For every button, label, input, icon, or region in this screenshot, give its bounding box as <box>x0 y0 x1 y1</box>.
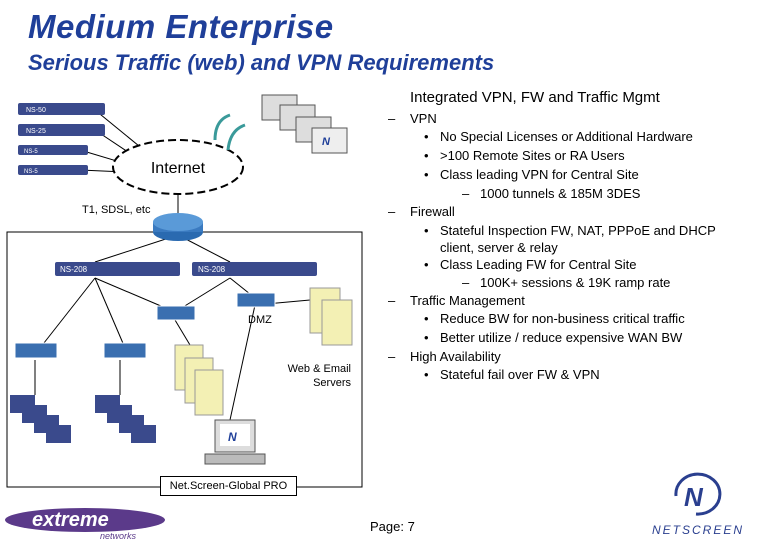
svg-text:NS-208: NS-208 <box>60 265 88 274</box>
bullet-traffic: –Traffic Management <box>388 293 525 308</box>
sub-bullet-item: –1000 tunnels & 185M 3DES <box>462 186 641 201</box>
bullet-item: •>100 Remote Sites or RA Users <box>424 148 625 163</box>
svg-text:NS-5: NS-5 <box>24 169 38 175</box>
laptop-group-left <box>10 395 71 443</box>
device-ns5a: NS-5 <box>18 145 88 155</box>
router-icon <box>153 213 203 241</box>
dmz-label: DMZ <box>248 314 272 326</box>
svg-text:extreme: extreme <box>32 509 109 531</box>
bullet-item: •No Special Licenses or Additional Hardw… <box>424 129 693 144</box>
management-label: Net.Screen-Global PRO <box>160 476 297 496</box>
sub-bullet-item: –100K+ sessions & 19K ramp rate <box>462 275 671 290</box>
bullet-item: •Class leading VPN for Central Site <box>424 167 639 182</box>
switch-icon <box>14 342 58 359</box>
svg-text:N: N <box>228 430 237 444</box>
device-ns25: NS-25 <box>18 124 105 136</box>
bullet-item: •Class Leading FW for Central Site <box>424 257 637 272</box>
laptop-group-right <box>95 395 156 443</box>
svg-text:N: N <box>322 136 331 148</box>
switch-icon <box>103 342 147 359</box>
firewall-ns208-a: NS-208 <box>55 262 180 276</box>
server-stack-icon <box>174 287 353 416</box>
bullet-ha: –High Availability <box>388 349 501 364</box>
bullet-item: •Better utilize / reduce expensive WAN B… <box>424 330 683 345</box>
arrow-icon <box>226 123 246 151</box>
slide-title: Medium Enterprise <box>28 8 334 45</box>
management-pc-icon: N <box>204 419 266 465</box>
slide-subtitle: Serious Traffic (web) and VPN Requiremen… <box>28 50 495 75</box>
internet-label: Internet <box>151 160 206 177</box>
bullet-vpn: –VPN <box>388 111 437 126</box>
device-ns50: NS-50 <box>18 103 105 115</box>
switch-icon <box>236 292 276 308</box>
svg-text:NS-208: NS-208 <box>198 265 226 274</box>
svg-text:networks: networks <box>100 531 137 540</box>
svg-text:NS-25: NS-25 <box>26 128 46 135</box>
extreme-networks-logo: extreme networks <box>0 505 190 541</box>
svg-text:NETSCREEN: NETSCREEN <box>652 523 744 537</box>
svg-text:NS-5: NS-5 <box>24 149 38 155</box>
arrow-icon <box>213 113 231 141</box>
servers-label-1: Web & Email <box>288 363 351 375</box>
svg-text:NS-50: NS-50 <box>26 107 46 114</box>
servers-label-2: Servers <box>313 377 351 389</box>
integrated-heading: Integrated VPN, FW and Traffic Mgmt <box>410 89 660 106</box>
bullet-item: •Reduce BW for non-business critical tra… <box>424 311 685 326</box>
network-diagram: Internet T1, SDSL, etc NS-50 NS-25 NS-5 … <box>6 94 363 488</box>
page-number: Page: 7 <box>370 519 415 534</box>
link-label: T1, SDSL, etc <box>82 204 151 216</box>
bullet-firewall: –Firewall <box>388 204 455 219</box>
device-ns5b: NS-5 <box>18 165 88 175</box>
remote-pcs: N <box>261 94 348 154</box>
internet-cloud <box>112 139 244 195</box>
firewall-ns208-b: NS-208 <box>192 262 317 276</box>
bullet-item: •Stateful Inspection FW, NAT, PPPoE and … <box>424 223 716 255</box>
netscreen-logo: N NETSCREEN <box>648 470 778 540</box>
switch-icon <box>156 305 196 321</box>
svg-text:N: N <box>684 482 704 512</box>
bullet-item: •Stateful fail over FW & VPN <box>424 367 600 382</box>
